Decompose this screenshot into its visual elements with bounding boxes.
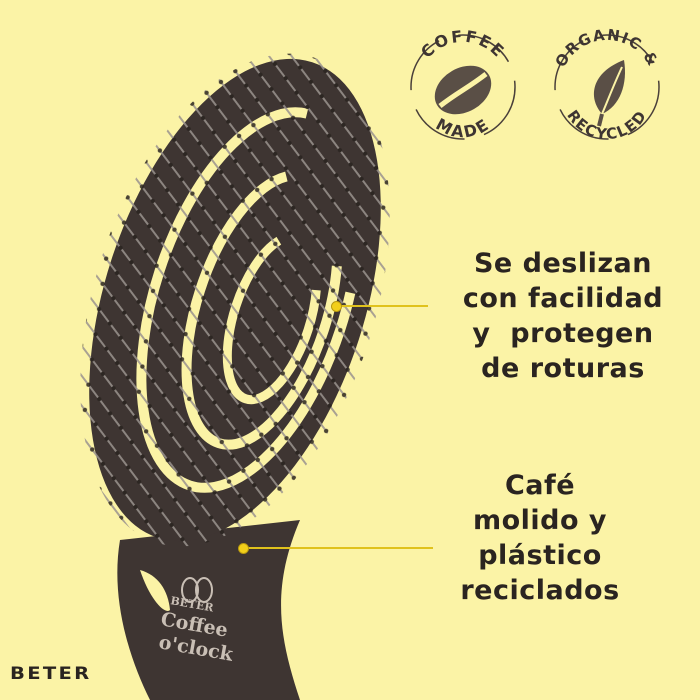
callout-line: Se deslizan xyxy=(473,248,653,279)
pointer-dot-1 xyxy=(331,301,342,312)
badge-bottom-text: MADE xyxy=(433,114,491,141)
badge-top-text: ORGANIC & xyxy=(551,26,661,71)
svg-text:COFFEE: COFFEE xyxy=(417,27,509,62)
callout-line: con facilidad xyxy=(462,283,664,314)
engraved-bean-icon xyxy=(181,577,213,603)
pointer-line-2 xyxy=(243,547,433,549)
svg-text:ORGANIC &: ORGANIC & xyxy=(551,26,662,71)
coffee-made-badge: COFFEE MADE xyxy=(398,22,528,152)
badge-top-text: COFFEE xyxy=(417,27,507,62)
brand-logo: BETER xyxy=(10,664,92,684)
svg-text:MADE: MADE xyxy=(433,114,493,141)
pointer-line-1 xyxy=(336,305,428,307)
pointer-dot-2 xyxy=(238,543,249,554)
leaf-icon xyxy=(593,60,626,127)
callout-line: y protegen xyxy=(472,318,654,349)
badge-bottom-text: RECYCLED xyxy=(563,107,649,144)
coffee-bean-icon xyxy=(434,65,492,115)
callout-line: de roturas xyxy=(481,353,645,384)
callout-line: plástico xyxy=(478,540,602,571)
svg-text:RECYCLED: RECYCLED xyxy=(563,107,650,144)
callout-line: reciclados xyxy=(460,575,620,606)
callout-glide: Se deslizan con facilidad y protegen de … xyxy=(428,246,698,386)
callout-material: Café molido y plástico reciclados xyxy=(440,468,640,608)
callout-line: molido y xyxy=(472,505,608,536)
callout-line: Café xyxy=(504,470,576,501)
organic-recycled-badge: ORGANIC & RECYCLED xyxy=(542,22,672,152)
